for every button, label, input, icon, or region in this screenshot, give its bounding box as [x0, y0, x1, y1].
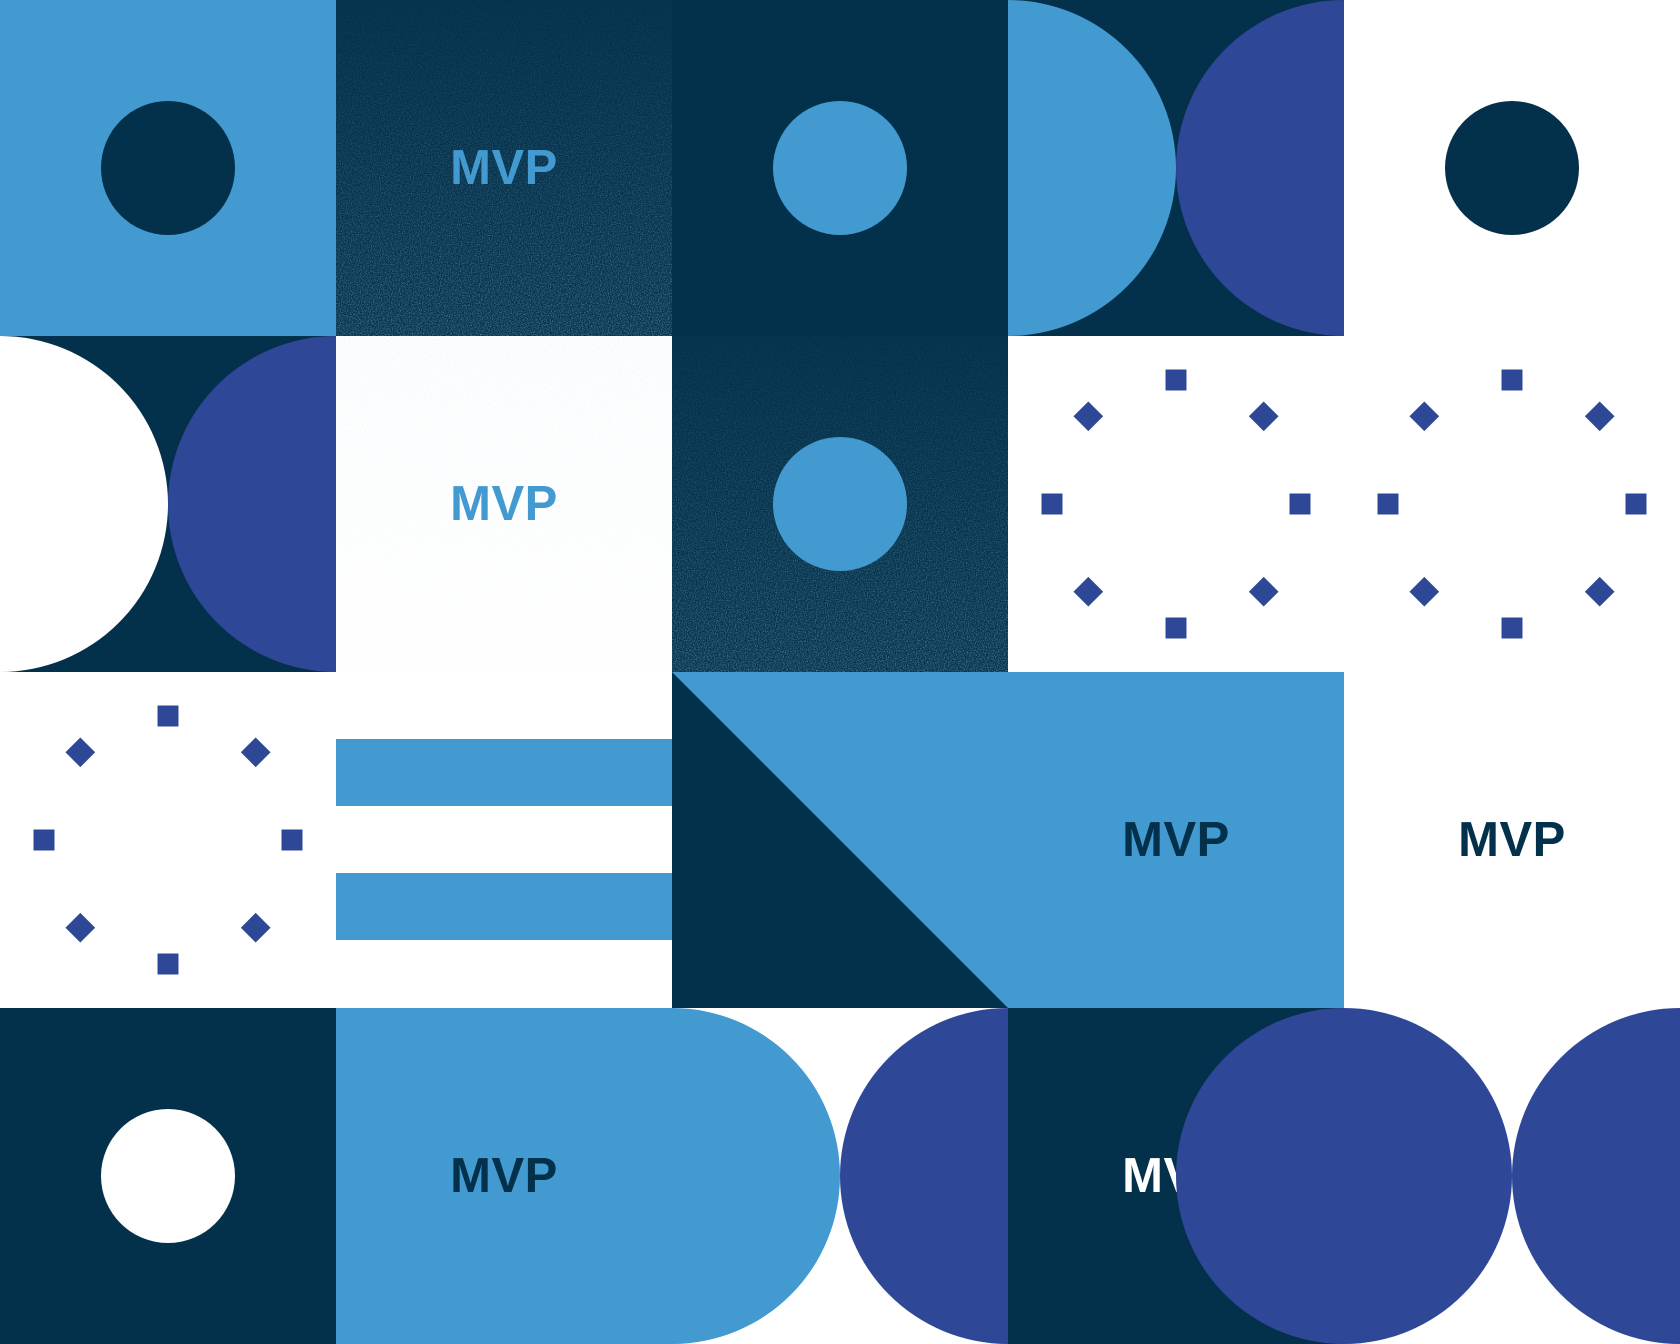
- tile-r3c1: [0, 672, 336, 1008]
- circle-shape: [101, 1109, 235, 1243]
- square-mark: [1165, 617, 1187, 639]
- tile-r3c3-r3c4: MVP: [672, 672, 1344, 1008]
- square-mark: [1289, 493, 1311, 515]
- tile-r2c3: [672, 336, 1008, 672]
- tile-r2c5: [1344, 336, 1680, 672]
- square-mark: [1041, 493, 1063, 515]
- dot-ring: [33, 705, 303, 975]
- half-circle-right: [1008, 0, 1176, 336]
- half-circle-left: [168, 336, 336, 672]
- diamond-mark: [65, 912, 96, 943]
- tile-r4c1: [0, 1008, 336, 1344]
- stripe-shape: [336, 873, 672, 940]
- half-circle-left: [1512, 1008, 1680, 1344]
- circle-shape: [1445, 101, 1579, 235]
- diamond-mark: [65, 737, 96, 768]
- square-mark: [1501, 617, 1523, 639]
- half-circle-right: [1176, 1008, 1512, 1344]
- diamond-mark: [1073, 576, 1104, 607]
- circle-shape: [773, 437, 907, 571]
- tile-r3c2: [336, 672, 672, 1008]
- square-mark: [281, 829, 303, 851]
- diamond-mark: [1409, 576, 1440, 607]
- mvp-label: MVP: [450, 1149, 558, 1203]
- capsule-shape: [336, 1008, 840, 1344]
- mvp-label: MVP: [1458, 813, 1566, 867]
- row-4: MVP MVP: [0, 1008, 1680, 1344]
- tile-r3c5: MVP: [1344, 672, 1680, 1008]
- tile-r1c1: [0, 0, 336, 336]
- tile-r1c3: [672, 0, 1008, 336]
- tile-r1c4: [1008, 0, 1344, 336]
- mvp-label: MVP: [450, 141, 558, 195]
- tile-r2c2: MVP: [336, 336, 672, 672]
- stripe-shape: [336, 739, 672, 806]
- diamond-mark: [1409, 401, 1440, 432]
- triangle-shape: [672, 672, 1008, 1008]
- square-mark: [33, 829, 55, 851]
- square-mark: [1501, 369, 1523, 391]
- tile-r2c1: [0, 336, 336, 672]
- tile-r4c5: [1176, 1008, 1680, 1344]
- mvp-label: MVP: [1122, 813, 1230, 867]
- tile-r2c4: [1008, 336, 1344, 672]
- dot-ring: [1377, 369, 1647, 639]
- diamond-mark: [1248, 576, 1279, 607]
- circle-shape: [773, 101, 907, 235]
- tile-r1c2: MVP: [336, 0, 672, 336]
- mvp-label: MVP: [450, 477, 558, 531]
- dot-ring: [1041, 369, 1311, 639]
- diamond-mark: [1248, 401, 1279, 432]
- diamond-mark: [240, 737, 271, 768]
- square-mark: [157, 705, 179, 727]
- diamond-mark: [1584, 401, 1615, 432]
- tile-r1c5: [1344, 0, 1680, 336]
- square-mark: [1625, 493, 1647, 515]
- square-mark: [1165, 369, 1187, 391]
- square-mark: [157, 953, 179, 975]
- diamond-mark: [240, 912, 271, 943]
- diamond-mark: [1073, 401, 1104, 432]
- circle-shape: [101, 101, 235, 235]
- half-circle-right: [0, 336, 168, 672]
- diamond-mark: [1584, 576, 1615, 607]
- square-mark: [1377, 493, 1399, 515]
- half-circle-left: [1176, 0, 1344, 336]
